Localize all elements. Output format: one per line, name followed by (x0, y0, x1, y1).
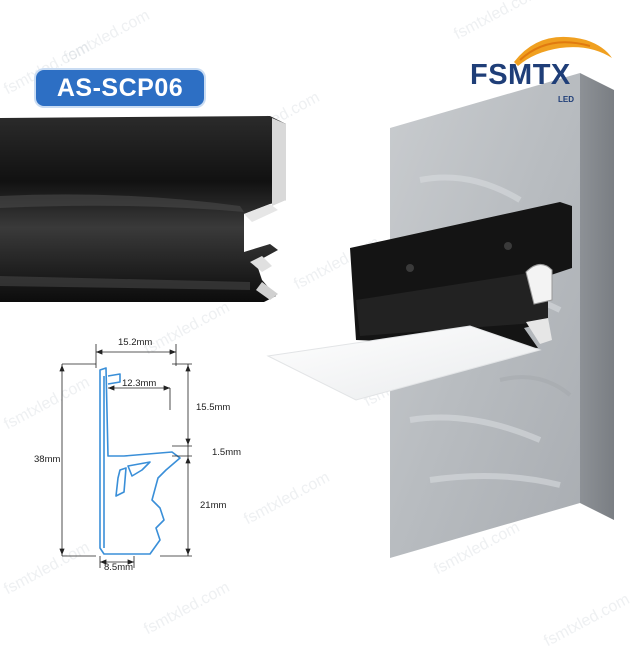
profile-mounted (350, 202, 572, 348)
product-code-badge: AS-SCP06 (36, 70, 204, 106)
brand-sub: LED (558, 95, 574, 104)
diffuser-panel (266, 325, 542, 401)
dim-total-height: 38mm (34, 454, 61, 465)
dimension-lines (59, 344, 192, 568)
profile-cross-section (99, 367, 181, 555)
dim-lower-height: 21mm (200, 500, 227, 511)
dim-inner-width: 12.3mm (122, 378, 157, 389)
brand-logo: FSMTX LED (468, 26, 618, 116)
dim-bottom-width: 8.5mm (104, 562, 134, 573)
profile-photo-left (0, 116, 286, 302)
product-code: AS-SCP06 (56, 74, 184, 102)
logo-arc-icon (514, 36, 612, 66)
dim-upper-height: 15.5mm (196, 402, 231, 413)
dim-gap: 1.5mm (212, 447, 242, 458)
dim-width-top: 15.2mm (118, 337, 153, 348)
brand-name: FSMTX (470, 59, 571, 91)
